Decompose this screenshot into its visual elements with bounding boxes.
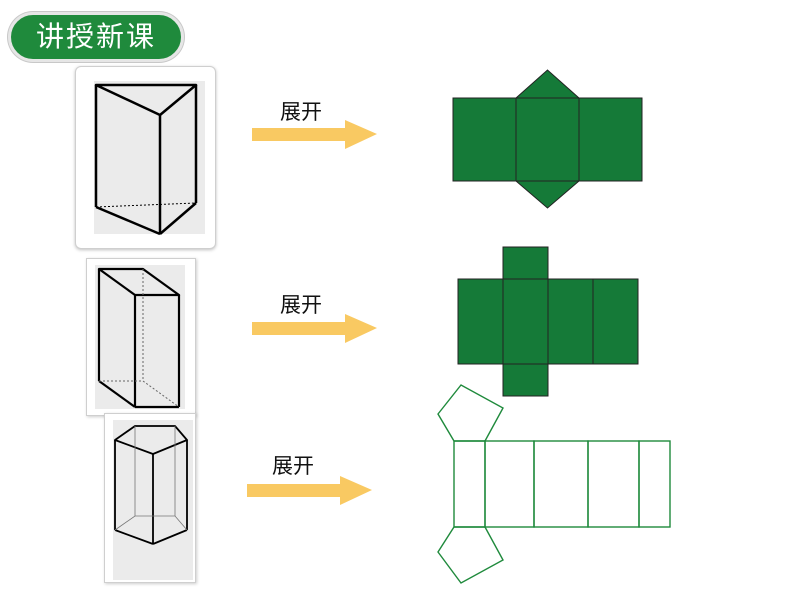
rectangular-prism-net — [457, 246, 641, 398]
right-arrow-icon — [252, 120, 377, 149]
triangular-prism-net — [452, 69, 644, 210]
section-title: 讲授新课 — [8, 12, 184, 62]
rectangular-prism-figure — [95, 265, 185, 409]
unfold-label: 展开 — [280, 293, 322, 317]
rectangular-prism-card — [86, 258, 196, 416]
triangular-prism-figure — [94, 81, 205, 236]
pentagonal-prism-net — [430, 380, 672, 586]
pentagonal-prism-card — [104, 413, 196, 583]
right-arrow-icon — [247, 476, 372, 505]
pentagonal-prism-figure — [113, 420, 193, 580]
triangular-prism-card — [75, 66, 216, 249]
unfold-label: 展开 — [272, 454, 314, 478]
unfold-label: 展开 — [280, 100, 322, 124]
right-arrow-icon — [252, 314, 377, 343]
